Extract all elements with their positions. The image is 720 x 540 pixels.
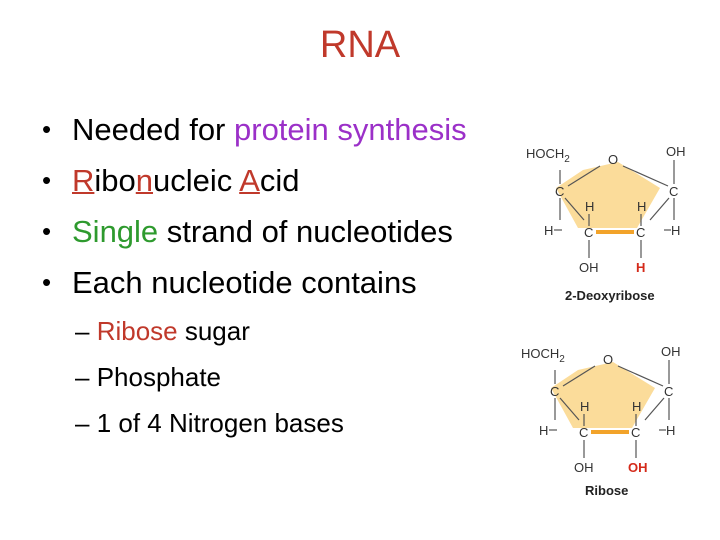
dash: – [75, 362, 90, 392]
ribose-structure: HOCH2 O OH C C H H H C C H OH OH Ribose [521, 344, 681, 498]
carbon-2-label: C [636, 225, 645, 240]
deoxyribose-ring [556, 162, 660, 228]
ribose-ring [551, 362, 655, 428]
bond-line [564, 197, 585, 221]
h-inner-left-label: H [580, 399, 589, 414]
highlight-ribose: Ribose [89, 316, 178, 346]
hoch2-label: HOCH2 [521, 346, 565, 365]
h-left-label: H [539, 423, 548, 438]
bullet-text: ucleic [153, 163, 240, 198]
deoxyribose-structure: HOCH2 O OH C C H H H C C H OH H 2-Deoxyr… [526, 144, 686, 303]
carbon-2-oh-label: OH [628, 460, 648, 475]
bullet-text: Needed for [72, 112, 234, 147]
bond-line [567, 165, 601, 187]
h-inner-right-label: H [632, 399, 641, 414]
carbon-1-label: C [669, 184, 678, 199]
bond-line [622, 165, 669, 187]
bond-line [617, 365, 664, 387]
h-right-label: H [671, 223, 680, 238]
h-inner-right-label: H [637, 199, 646, 214]
bullet-text: Each nucleotide contains [72, 265, 417, 300]
carbon-3-label: C [584, 225, 593, 240]
ribose-diagram: HOCH2 O OH C C H H H C C H OH OH Ribose [515, 340, 695, 510]
slide-title: RNA [319, 24, 401, 66]
letter-n: n [135, 163, 154, 198]
ring-oxygen-label: O [603, 352, 613, 367]
oh-right-label: OH [666, 144, 686, 159]
bullet-text: cid [259, 163, 300, 198]
oh-bottom-label: OH [579, 260, 599, 275]
bullet-text: ibo [94, 163, 136, 198]
highlight-protein-synthesis: protein synthesis [234, 112, 467, 147]
carbon-4-label: C [550, 384, 559, 399]
letter-a: A [239, 163, 260, 198]
ribose-caption: Ribose [585, 483, 628, 498]
sub-bullet-ribose-sugar: – Ribose sugar [75, 308, 344, 354]
carbon-4-label: C [555, 184, 564, 199]
sub-bullet-text: 1 of 4 Nitrogen bases [89, 408, 344, 438]
h-inner-left-label: H [585, 199, 594, 214]
oh-bottom-label: OH [574, 460, 594, 475]
bond-line [562, 365, 596, 387]
highlight-single: Single [72, 214, 159, 249]
bullet-dot: • [42, 114, 52, 144]
dash: – [75, 316, 90, 346]
oh-right-label: OH [661, 344, 681, 359]
carbon-1-label: C [664, 384, 673, 399]
sub-bullet-list: – Ribose sugar – Phosphate – 1 of 4 Nitr… [75, 308, 344, 446]
carbon-3-label: C [579, 425, 588, 440]
dash: – [75, 408, 90, 438]
bullet-dot: • [42, 267, 52, 297]
carbon-2-label: C [631, 425, 640, 440]
sub-bullet-phosphate: – Phosphate [75, 354, 344, 400]
deoxyribose-caption: 2-Deoxyribose [565, 288, 655, 303]
bond-line [649, 197, 670, 221]
carbon-2-h-label: H [636, 260, 645, 275]
bond-line [559, 397, 580, 421]
ring-oxygen-label: O [608, 152, 618, 167]
sub-bullet-nitrogen-bases: – 1 of 4 Nitrogen bases [75, 400, 344, 446]
sub-bullet-text: Phosphate [89, 362, 222, 392]
deoxyribose-diagram: HOCH2 O OH C C H H H C C H OH H 2-Deoxyr… [520, 140, 700, 310]
bond-line [644, 397, 665, 421]
sub-bullet-text: sugar [177, 316, 250, 346]
bullet-text: strand of nucleotides [158, 214, 453, 249]
bullet-dot: • [42, 165, 52, 195]
h-left-label: H [544, 223, 553, 238]
hoch2-label: HOCH2 [526, 146, 570, 165]
h-right-label: H [666, 423, 675, 438]
bullet-dot: • [42, 216, 52, 246]
letter-r: R [72, 163, 95, 198]
